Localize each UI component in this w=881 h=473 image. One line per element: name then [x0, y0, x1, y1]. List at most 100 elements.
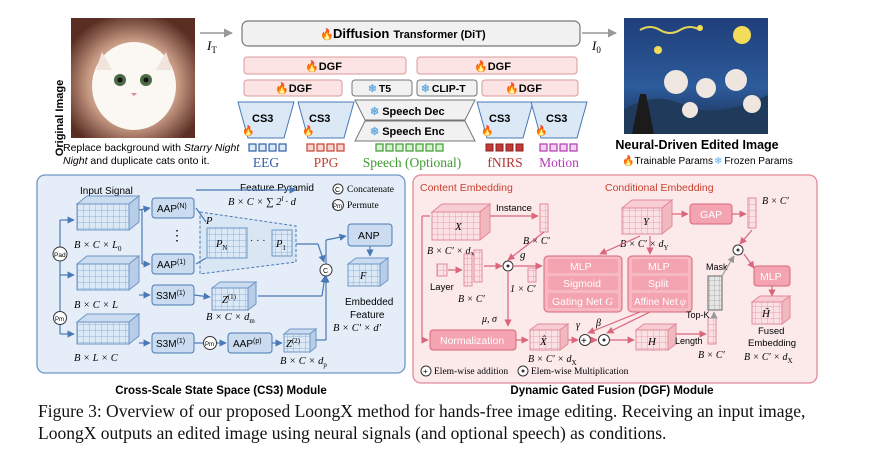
elem-mul-dot: [521, 369, 525, 373]
h-label: H: [647, 336, 657, 348]
vec-to-odot2: [739, 229, 753, 245]
dim-blc: B × L × C: [74, 353, 119, 364]
aap-vdots: ⋮: [170, 227, 184, 243]
length-label: Length: [675, 336, 703, 346]
g-label: g: [520, 249, 526, 261]
cs3-ppg: CS3 🔥: [297, 101, 355, 139]
dim-bc-layer: B × C′: [458, 294, 486, 305]
figure-caption: Figure 3: Overview of our proposed Loong…: [38, 401, 806, 443]
speech-dec-box: [354, 99, 476, 121]
embedded-feature-label: Embedded: [345, 297, 393, 308]
mu-sigma-label: μ, σ: [481, 314, 498, 325]
svg-text:🔥: 🔥: [481, 124, 493, 137]
gating-mlp-label: MLP: [570, 261, 592, 273]
svg-text:CS3: CS3: [309, 113, 330, 125]
pm-icon-bottom: [203, 336, 217, 350]
odot-dot-2: [736, 248, 740, 252]
modality-ppg: PPG: [314, 155, 339, 170]
i-0-label: I0: [591, 38, 601, 55]
modality-speech: Speech (Optional): [363, 155, 462, 170]
permute-icon: [332, 199, 344, 211]
aapn-to-pyr: [195, 207, 207, 223]
dim-bc-len: B × C′: [698, 350, 726, 361]
p-label: P: [205, 216, 213, 227]
fused-label: Fused: [758, 326, 784, 337]
gating-label-box: [548, 293, 618, 308]
figure-3: Original Image Replace background with S…: [36, 18, 818, 397]
fused-label2: Embedding: [748, 338, 796, 349]
dgf-small-left: [243, 79, 343, 97]
t5-box: [351, 79, 413, 97]
pm-symbol-left: Pm: [55, 317, 64, 323]
dim-bcl: B × C × L: [74, 300, 118, 311]
pyramid-dots: · · ·: [250, 235, 266, 246]
z2-tensor: [282, 327, 318, 354]
topk-label: Top-K: [686, 310, 710, 320]
s3m-1b-label: S3M(1): [156, 338, 185, 350]
fnirs-squares: [485, 143, 524, 152]
odot-dot-1: [506, 264, 510, 268]
plus-symbol: +: [581, 336, 587, 347]
dim-bcl0: B × C × L0: [74, 240, 122, 253]
pm-symbol-bottom: Pm: [205, 342, 214, 348]
t5-label: ❄T5: [368, 83, 391, 95]
dgf-right-label: 🔥DGF: [474, 60, 511, 73]
dim-bcd: B × C′ × d′: [333, 323, 382, 334]
feature-pyramid-label: Feature Pyramid: [240, 183, 314, 194]
x-hat-tensor: [528, 323, 570, 351]
gamma-label: γ: [576, 320, 581, 331]
ppg-squares: [306, 143, 345, 152]
legend-trainable: 🔥Trainable Params: [622, 154, 713, 167]
clip-box: [416, 79, 478, 97]
concatenate-label: Concatenate: [347, 185, 394, 195]
layer-vec2: [473, 249, 483, 283]
odot2-to-mlp: [743, 253, 755, 269]
dim-y: B × C′ × dY: [620, 239, 669, 252]
mlp-right-label: MLP: [760, 271, 782, 283]
elem-add-symbol: +: [423, 367, 428, 376]
svg-text:CS3: CS3: [546, 113, 567, 125]
modality-eeg: EEG: [253, 155, 279, 170]
anp-label: ANP: [358, 230, 380, 242]
dgf-left-label: 🔥DGF: [305, 60, 342, 73]
fused-tensor: [750, 295, 792, 325]
z2-label: Z(2): [286, 337, 301, 350]
concatenate-symbol: C: [335, 187, 340, 194]
modality-fnirs: fNIRS: [487, 155, 522, 170]
flame-icon: 🔥: [320, 28, 334, 41]
aap-n-label: AAP(N): [157, 203, 187, 215]
split-label: Split: [648, 278, 669, 290]
sigmoid-label: Sigmoid: [563, 278, 601, 290]
edited-image: [624, 18, 768, 134]
aap-1-label: AAP(1): [157, 259, 186, 271]
cs3-fnirs: CS3 🔥: [476, 101, 534, 139]
input-tensor-3: [75, 312, 141, 346]
affine-label-box: [632, 293, 688, 308]
layer-small: [436, 263, 448, 277]
motion-squares: [539, 143, 578, 152]
mask-to-odot2: [721, 255, 735, 277]
cs3-eeg: CS3 🔥: [237, 101, 295, 139]
aap-n-box: [151, 197, 195, 219]
pyramid-dims: B × C × ∑ 2l· d: [228, 195, 297, 208]
elem-mul-label: Elem-wise Multiplication: [531, 367, 629, 377]
dgf-title: Dynamic Gated Fusion (DGF) Module: [510, 385, 713, 397]
output-title: Neural-Driven Edited Image: [615, 138, 778, 152]
g-vec: [527, 267, 537, 283]
dit-box: [241, 20, 581, 47]
affine-to-plus: [587, 311, 641, 334]
aap-1-box: [151, 253, 195, 275]
z1-label: Z(1): [222, 293, 237, 306]
y-tensor: [620, 198, 674, 236]
dgf-small-right: [481, 79, 579, 97]
speech-enc-box: [354, 120, 476, 142]
z1-tensor: [210, 281, 258, 311]
aap1-to-pyr: [195, 257, 207, 265]
x-label: X: [454, 221, 463, 233]
pyr-to-concat2: [317, 243, 326, 263]
svg-text:CS3: CS3: [489, 113, 510, 125]
affine-mlp: [632, 259, 688, 273]
i-t-label: IT: [206, 38, 217, 55]
